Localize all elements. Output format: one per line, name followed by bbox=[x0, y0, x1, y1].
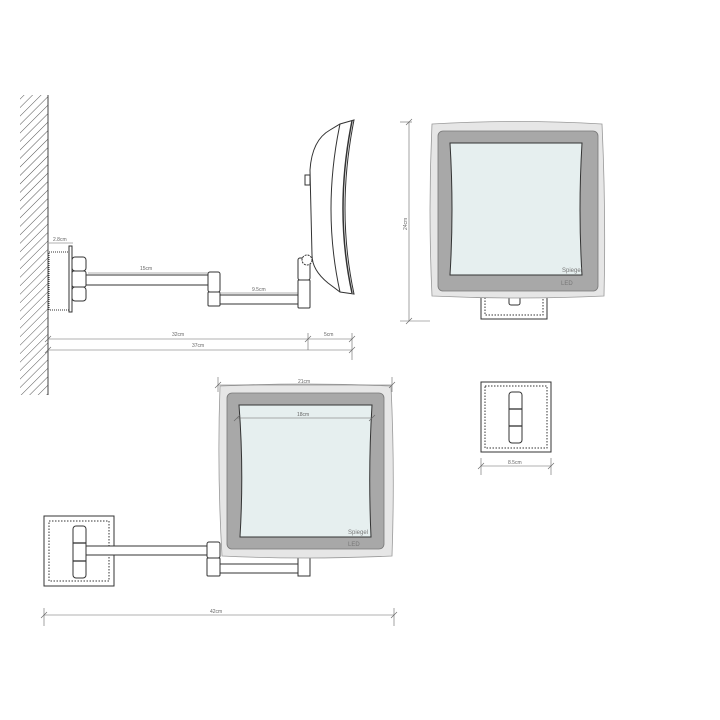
dim-mirror-width: 18cm bbox=[297, 412, 309, 418]
side-view: 2.8cm 15cm 9.5cm bbox=[20, 95, 356, 395]
dim-total-depth: 37cm bbox=[192, 343, 204, 349]
dim-plate-width: 8.5cm bbox=[508, 460, 522, 466]
top-label-led: LED bbox=[348, 542, 360, 548]
dim-height: 24cm bbox=[403, 218, 409, 230]
dim-mirror-depth: 5cm bbox=[324, 332, 333, 338]
dim-total-width: 42cm bbox=[210, 609, 222, 615]
wall-hatch bbox=[20, 95, 48, 395]
front-view: Spiegel LED 24cm bbox=[400, 118, 606, 325]
dim-frame-width: 21cm bbox=[298, 379, 310, 385]
front-height-dim bbox=[400, 118, 430, 325]
arm-2 bbox=[219, 257, 311, 309]
side-overall-dims bbox=[44, 333, 356, 360]
dim-wall-plate-depth: 2.8cm bbox=[53, 237, 67, 243]
top-label-spiegel: Spiegel bbox=[348, 530, 368, 536]
dim-arm2: 9.5cm bbox=[252, 287, 266, 293]
arm-1 bbox=[85, 271, 221, 307]
wall-plate-view: 8.5cm bbox=[477, 381, 555, 475]
wall-plate-side bbox=[48, 245, 87, 313]
dim-arm1: 15cm bbox=[140, 266, 152, 272]
dim-reach: 32cm bbox=[172, 332, 184, 338]
top-view: Spiegel LED 21cm 18cm 42cm bbox=[40, 377, 398, 626]
front-label-spiegel: Spiegel bbox=[562, 268, 582, 274]
front-label-led: LED bbox=[561, 281, 573, 287]
front-glass bbox=[449, 142, 583, 276]
mirror-side-profile bbox=[301, 119, 355, 295]
top-glass bbox=[238, 404, 373, 538]
